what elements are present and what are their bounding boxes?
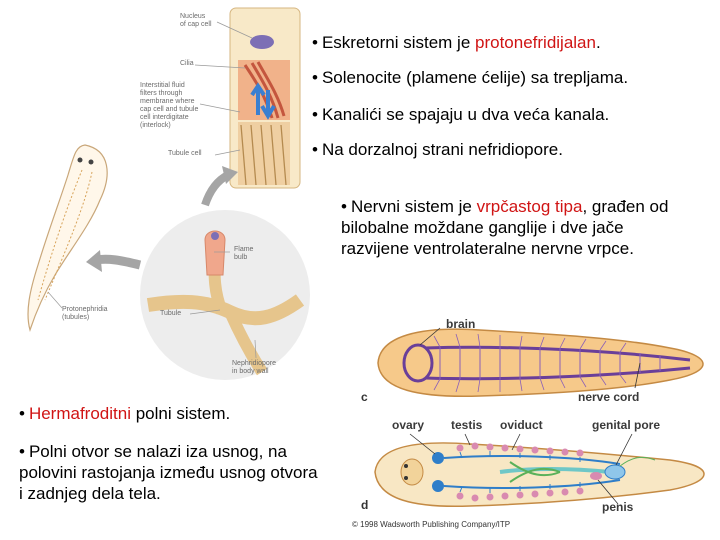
magnified-view [140,210,310,380]
copyright-notice: © 1998 Wadsworth Publishing Company/ITP [352,520,510,529]
genital-pore [605,465,625,479]
bullet-genital-opening: •Polni otvor se nalazi iza usnog, na pol… [19,441,319,504]
label-cilia: Cilia [180,60,194,68]
enlarge-arrow-left [96,259,140,265]
label-oviduct: oviduct [500,418,543,432]
ovary-right [432,480,444,492]
reproductive-system-worm [370,432,710,517]
cap-cell-nucleus [250,35,274,49]
bullet-tubules: •Kanalići se spajaju u dva veća kanala. [312,104,609,125]
label-tubule-cell: Tubule cell [168,150,202,158]
bullet-nephridiopores: •Na dorzalnoj strani nefridiopore. [312,139,563,160]
nervous-system-worm [370,318,710,408]
label-protonephridia: Protonephridia(tubules) [62,306,108,322]
label-nerve-cord: nerve cord [578,390,639,404]
flatworm-body [28,145,107,330]
label-ovary: ovary [392,418,424,432]
protonephridia-figure [0,0,300,390]
label-penis: penis [602,500,633,514]
bullet-excretory-system: •Eskretorni sistem je protonefridijalan. [312,32,601,53]
penis [590,472,602,480]
bullet-hermaphrodite: •Hermafroditni polni sistem. [19,403,230,424]
panel-letter-c: c [361,390,368,404]
bullet-nervous-system: •Nervni sistem je vrpčastog tipa, građen… [341,196,693,259]
panel-letter-d: d [361,498,368,512]
label-brain: brain [446,317,475,331]
label-genital-pore: genital pore [592,418,660,432]
ovary-left [432,452,444,464]
bullet-flame-cells: •Solenocite (plamene ćelije) sa trepljam… [312,67,628,88]
label-tubule: Tubule [160,310,181,318]
enlarge-arrow-up [205,175,228,205]
label-testis: testis [451,418,482,432]
